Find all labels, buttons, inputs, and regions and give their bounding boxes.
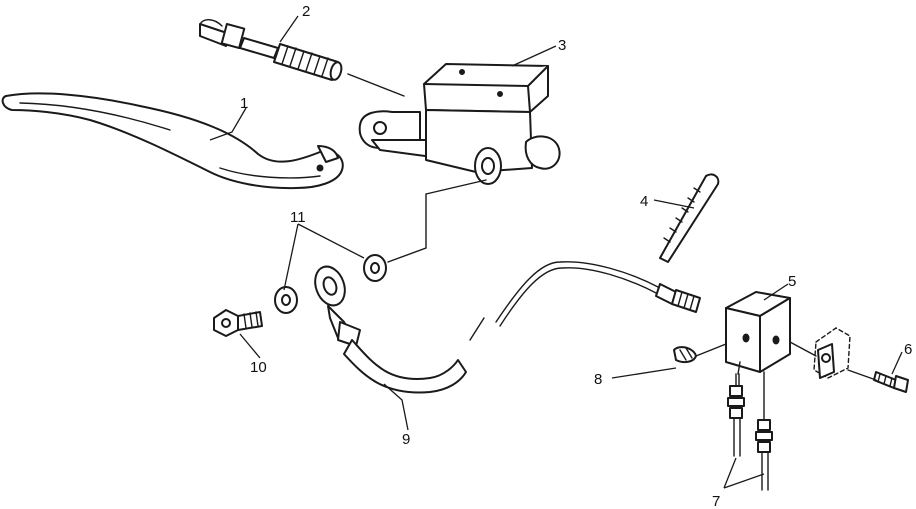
leader-lines	[209, 15, 903, 489]
callout-11: 11	[290, 209, 306, 226]
brake-cable-adjuster	[199, 19, 343, 81]
brake-line-fitting-right	[755, 419, 773, 491]
callout-6: 6	[904, 341, 912, 358]
cable-tie	[659, 173, 720, 263]
callout-1: 1	[240, 95, 248, 112]
junction-block	[725, 291, 791, 373]
mounting-bolt	[873, 371, 909, 393]
metal-brake-line	[495, 261, 701, 327]
crush-washer-lower	[274, 286, 298, 314]
master-cylinder	[358, 63, 561, 185]
brake-lever	[1, 92, 344, 190]
brake-line-fitting-left	[727, 373, 745, 457]
callout-3: 3	[558, 37, 566, 54]
callout-10: 10	[250, 359, 267, 376]
mounting-bracket	[813, 327, 851, 379]
brake-hose	[314, 265, 467, 394]
callout-numbers: 1 2 3 4 5 6 7 8 9 10 11	[240, 3, 912, 509]
callout-7: 7	[712, 493, 720, 509]
callout-8: 8	[594, 371, 602, 388]
adjuster-spring	[273, 43, 343, 81]
callout-9: 9	[402, 431, 410, 448]
crush-washer-upper	[363, 254, 387, 282]
callout-4: 4	[640, 193, 648, 210]
bleeder-fitting	[673, 346, 697, 364]
callout-5: 5	[788, 273, 796, 290]
banjo-bolt	[213, 309, 263, 337]
assembly-lines	[347, 73, 877, 421]
callout-2: 2	[302, 3, 310, 20]
